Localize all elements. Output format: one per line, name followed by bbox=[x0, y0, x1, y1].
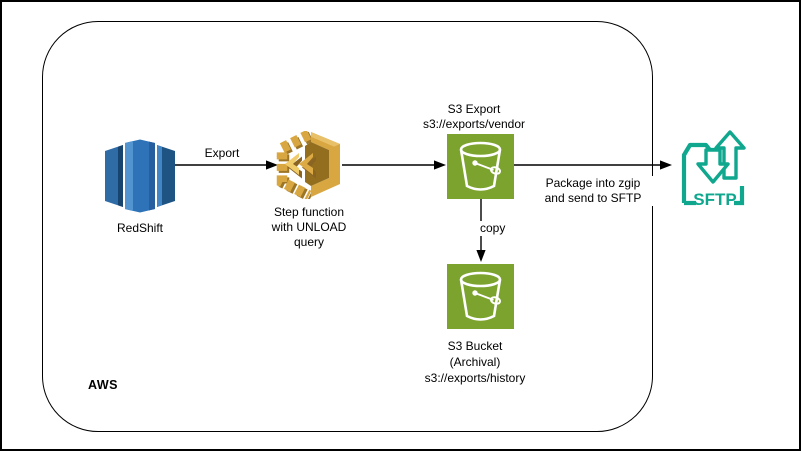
export-edge-label: Export bbox=[187, 146, 257, 161]
s3-bucket-icon bbox=[447, 264, 514, 329]
copy-edge-label: copy bbox=[480, 221, 506, 236]
step-functions-icon bbox=[276, 131, 340, 199]
s3-archival-label: S3 Bucket (Archival) s3://exports/histor… bbox=[395, 338, 555, 386]
sftp-icon: SFTP bbox=[681, 130, 746, 208]
aws-group-box bbox=[42, 21, 653, 432]
s3-export-label: S3 Export s3://exports/vendor bbox=[394, 102, 554, 132]
sftp-label: SFTP bbox=[693, 190, 736, 208]
step-function-label: Step function with UNLOAD query bbox=[254, 205, 364, 250]
arrowhead-icon bbox=[660, 160, 672, 170]
redshift-label: RedShift bbox=[95, 221, 185, 236]
s3-bucket-icon bbox=[447, 134, 514, 199]
package-edge-label: Package into zgip and send to SFTP bbox=[523, 176, 663, 206]
redshift-icon bbox=[105, 139, 175, 213]
aws-group-label: AWS bbox=[88, 378, 118, 392]
